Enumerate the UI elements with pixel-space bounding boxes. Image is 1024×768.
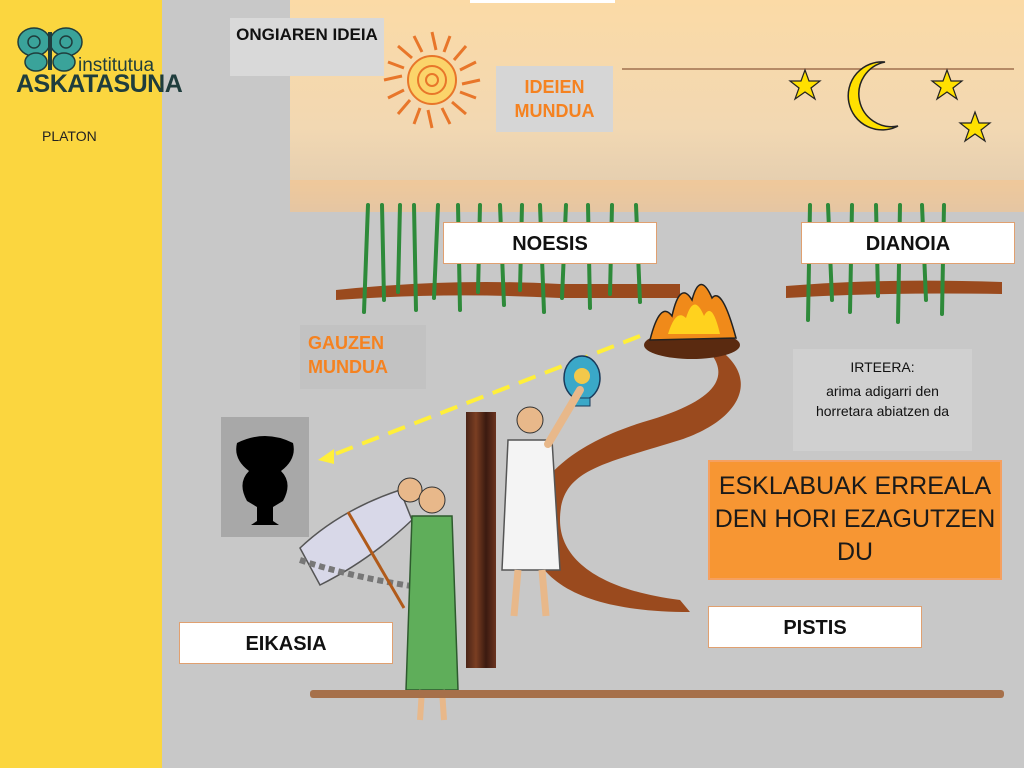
ideas-world-label: IDEIEN MUNDUA <box>496 66 613 132</box>
exit-note: IRTEERA: arima adigarri den horretara ab… <box>793 349 972 451</box>
noesis-label: NOESIS <box>443 222 657 264</box>
pistis-label: PISTIS <box>708 606 922 648</box>
eikasia-label: EIKASIA <box>179 622 393 664</box>
exit-note-desc: arima adigarri den horretara abiatzen da <box>815 383 950 419</box>
upper-ground-right <box>786 280 1002 298</box>
author-label: PLATON <box>42 128 97 144</box>
good-idea-label: ONGIAREN IDEIA <box>230 18 384 76</box>
cave-path <box>528 350 741 612</box>
moon-icon <box>847 61 899 131</box>
wooden-post <box>466 412 496 668</box>
sky-line <box>622 68 1014 70</box>
slaves-callout: ESKLABUAK ERREALA DEN HORI EZAGUTZEN DU <box>708 460 1002 580</box>
butterfly-logo-icon <box>17 27 83 72</box>
dianoia-label: DIANOIA <box>801 222 1015 264</box>
carrier-figure <box>501 386 584 617</box>
top-divider <box>470 0 615 3</box>
exit-note-title: IRTEERA: <box>850 359 915 375</box>
fire-icon <box>644 283 740 359</box>
things-world-label: GAUZEN MUNDUA <box>300 325 426 389</box>
shadow-panel <box>221 417 309 537</box>
sun-icon <box>383 31 481 129</box>
sidebar <box>0 0 162 768</box>
star-icon <box>788 68 822 101</box>
vase-icon <box>563 355 601 407</box>
shadow-urn-icon <box>236 436 294 525</box>
logo-name: ASKATASUNA <box>16 70 183 98</box>
star-icon <box>930 68 964 101</box>
green-figure <box>405 486 459 721</box>
star-icon <box>958 110 992 143</box>
ideas-world-band <box>290 0 1024 212</box>
floor-line <box>310 690 1004 698</box>
upper-ground-left <box>336 282 680 300</box>
logo-title: institutua <box>78 55 155 76</box>
